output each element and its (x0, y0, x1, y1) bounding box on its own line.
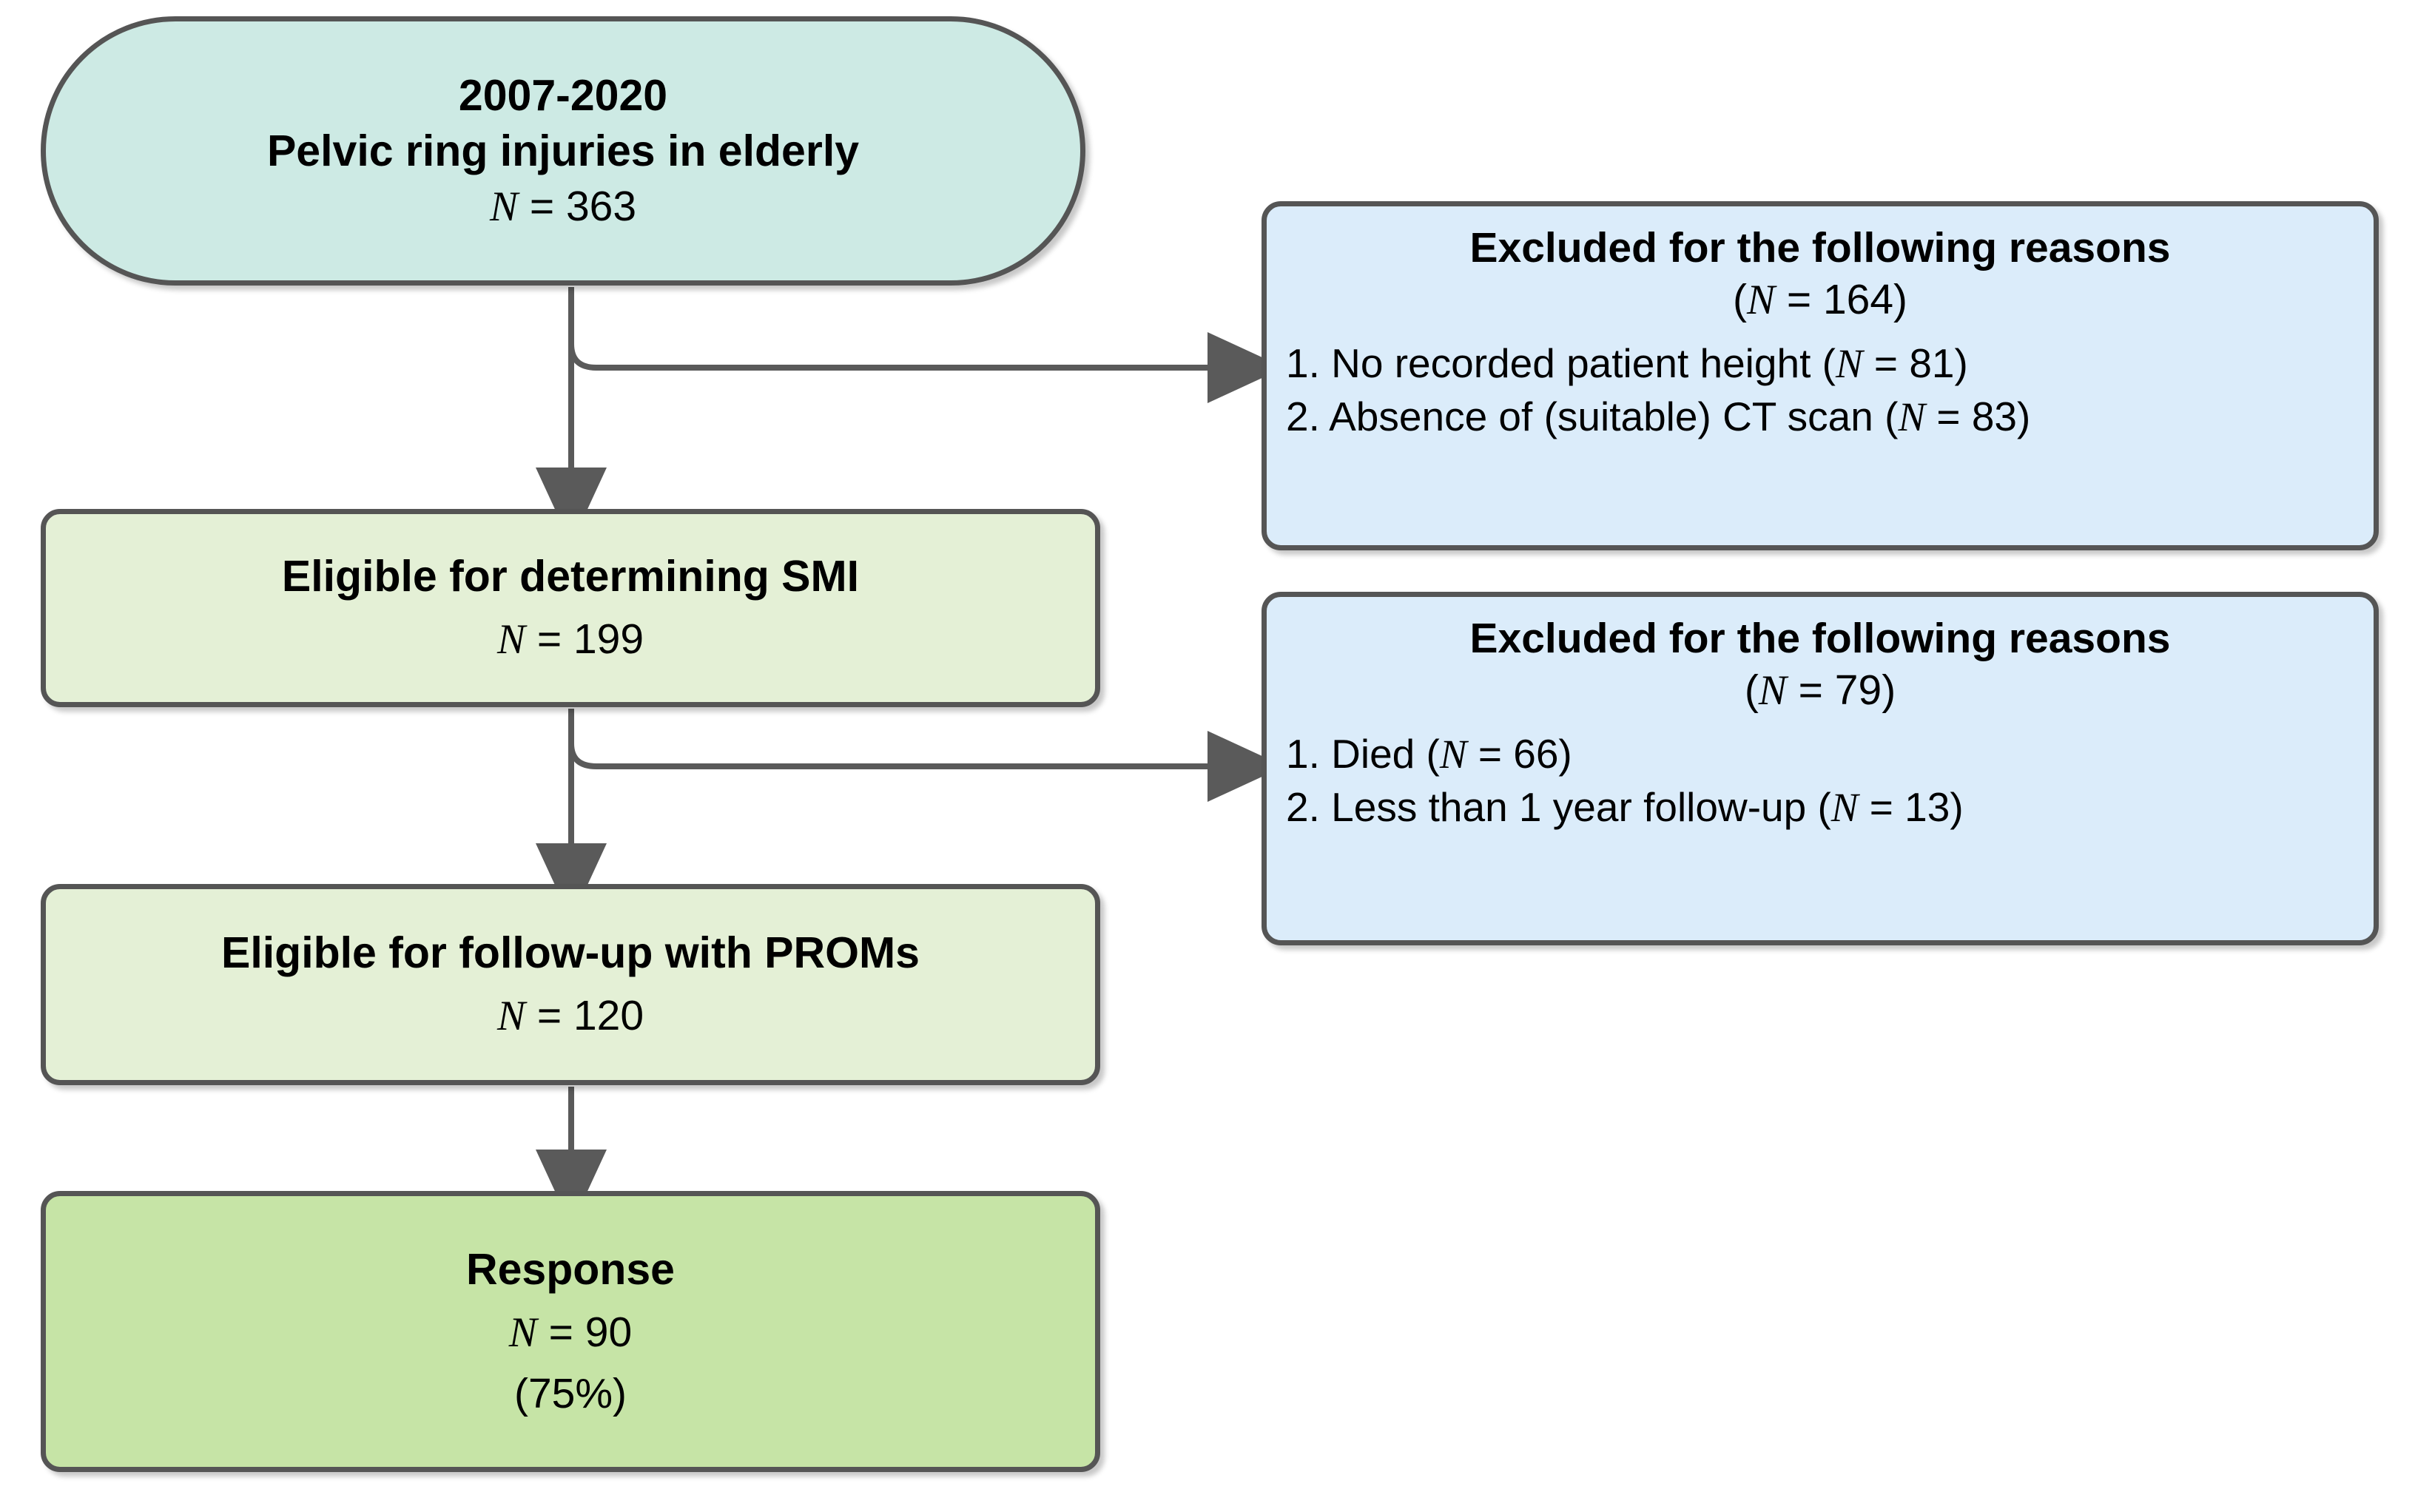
excluded-1-reason-2-n-value: = 83) (1925, 393, 2031, 439)
node-eligible-smi[interactable]: Eligible for determining SMI N = 199 (41, 509, 1100, 707)
excluded-2-count: (N = 79) (1286, 665, 2354, 717)
excluded-1-reason-1: 1. No recorded patient height (N = 81) (1286, 337, 2354, 391)
cohort-period: 2007-2020 (458, 70, 668, 120)
node-eligible-proms[interactable]: Eligible for follow-up with PROMs N = 12… (41, 884, 1100, 1085)
cohort-count: N = 363 (490, 180, 636, 234)
excluded-1-paren-open: ( (1732, 275, 1747, 323)
response-n-symbol: N (508, 1309, 537, 1356)
excluded-2-reason-1-n-value: = 66) (1466, 731, 1572, 777)
excluded-2-reason-1-text: 1. Died ( (1286, 731, 1440, 777)
connector-cohort-to-excluded-1 (568, 332, 1284, 403)
cohort-n-value: = 363 (517, 182, 637, 230)
excluded-2-reason-1-n-symbol: N (1439, 732, 1467, 777)
cohort-description: Pelvic ring injuries in elderly (266, 126, 860, 176)
excluded-2-n-symbol: N (1758, 666, 1787, 714)
excluded-1-reason-1-n-value: = 81) (1862, 340, 1968, 387)
node-excluded-2[interactable]: Excluded for the following reasons (N = … (1262, 592, 2379, 945)
excluded-2-reason-2-n-symbol: N (1830, 784, 1859, 830)
eligible-smi-title: Eligible for determining SMI (281, 552, 860, 601)
eligible-smi-n-symbol: N (496, 615, 525, 663)
eligible-smi-n-value: = 199 (525, 615, 644, 663)
eligible-proms-n-value: = 120 (525, 991, 644, 1039)
excluded-2-reason-2-n-value: = 13) (1858, 783, 1964, 830)
excluded-1-reason-2: 2. Absence of (suitable) CT scan (N = 83… (1286, 391, 2354, 444)
excluded-2-reason-2-text: 2. Less than 1 year follow-up ( (1286, 783, 1831, 830)
excluded-2-title: Excluded for the following reasons (1469, 615, 2171, 662)
node-excluded-1[interactable]: Excluded for the following reasons (N = … (1262, 201, 2379, 550)
eligible-proms-n-symbol: N (496, 992, 525, 1039)
eligible-proms-title: Eligible for follow-up with PROMs (221, 928, 920, 978)
node-cohort[interactable]: 2007-2020 Pelvic ring injuries in elderl… (41, 16, 1085, 286)
excluded-1-title: Excluded for the following reasons (1469, 224, 2171, 271)
eligible-smi-count: N = 199 (497, 609, 644, 671)
excluded-1-n-value: = 164) (1774, 275, 1908, 323)
excluded-1-reason-1-n-symbol: N (1835, 341, 1863, 387)
eligible-proms-count: N = 120 (497, 985, 644, 1047)
excluded-2-reason-1: 1. Died (N = 66) (1286, 728, 2354, 781)
excluded-2-reason-2: 2. Less than 1 year follow-up (N = 13) (1286, 781, 2354, 834)
excluded-1-n-symbol: N (1746, 276, 1775, 323)
excluded-1-reason-2-n-symbol: N (1898, 394, 1926, 439)
excluded-1-reason-2-text: 2. Absence of (suitable) CT scan ( (1286, 393, 1899, 439)
excluded-2-paren-open: ( (1744, 666, 1759, 714)
excluded-1-count: (N = 164) (1286, 274, 2354, 326)
excluded-2-n-value: = 79) (1786, 666, 1896, 714)
node-response[interactable]: Response N = 90 (75%) (41, 1191, 1100, 1472)
response-percent: (75%) (513, 1370, 627, 1418)
response-title: Response (466, 1245, 675, 1295)
response-n-value: = 90 (536, 1308, 633, 1356)
excluded-1-reason-1-text: 1. No recorded patient height ( (1286, 340, 1836, 387)
response-count: N = 90 (509, 1302, 632, 1364)
connector-smi-to-excluded-2 (568, 731, 1284, 802)
cohort-n-symbol: N (489, 183, 518, 230)
